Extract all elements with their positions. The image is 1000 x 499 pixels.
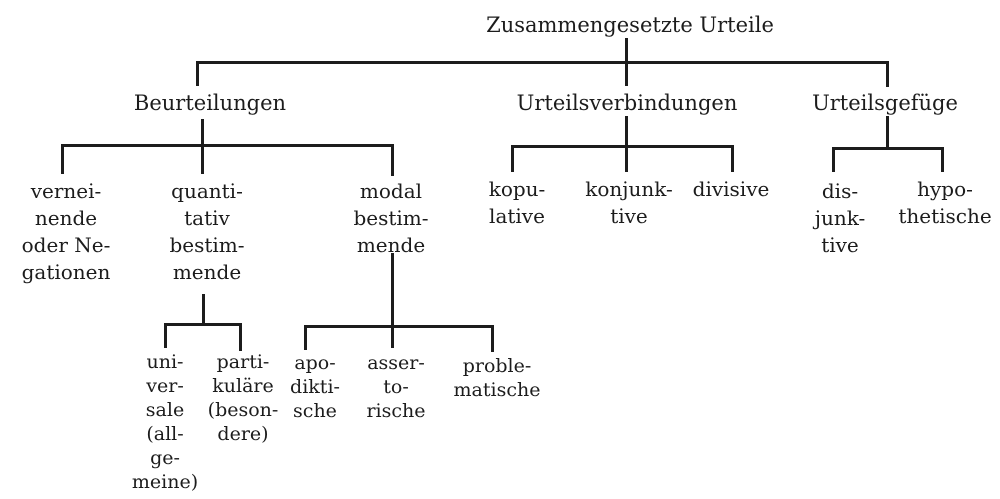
node-apodiktische: apo- dikti- sche bbox=[290, 352, 340, 422]
edge-drop-divisive bbox=[731, 145, 734, 172]
node-problematische: proble- matische bbox=[453, 355, 541, 401]
node-partikulaere: parti- kuläre (beson- dere) bbox=[207, 351, 279, 445]
node-verneinende: vernei- nende oder Ne- gationen bbox=[21, 179, 111, 284]
edge-drop-apodiktische bbox=[304, 325, 307, 350]
edge-beurteilungen-bar bbox=[61, 144, 394, 147]
node-modal-bestimmende: modal bestim- mende bbox=[353, 179, 429, 257]
node-divisive: divisive bbox=[692, 177, 770, 201]
node-quantitativ-bestimmende: quanti- tativ bestim- mende bbox=[169, 179, 245, 284]
edge-beurteilungen-stem bbox=[201, 119, 204, 146]
edge-drop-partikulaere bbox=[239, 323, 242, 351]
edge-drop-konjunktive bbox=[625, 145, 628, 172]
edge-drop-hypothetische bbox=[941, 147, 944, 172]
node-beurteilungen: Beurteilungen bbox=[133, 91, 287, 115]
edge-modal-bar bbox=[304, 325, 494, 328]
node-kopulative: kopu- lative bbox=[488, 177, 546, 228]
edge-drop-beurteilungen bbox=[196, 61, 199, 86]
node-zusammengesetzte-urteile: Zusammengesetzte Urteile bbox=[486, 13, 774, 37]
node-universale: uni- ver- sale (all- ge- meine) bbox=[131, 351, 199, 493]
edge-drop-disjunktive bbox=[832, 147, 835, 172]
node-konjunktive: konjunk- tive bbox=[585, 177, 673, 228]
node-hypothetische: hypo- thetische bbox=[898, 177, 992, 228]
node-urteilsverbindungen: Urteilsverbindungen bbox=[516, 91, 738, 115]
edge-drop-modal bbox=[391, 144, 394, 176]
edge-urteilsgefuege-bar bbox=[832, 147, 944, 150]
edge-drop-assertorische bbox=[391, 325, 394, 348]
edge-drop-verneinende bbox=[61, 144, 64, 174]
edge-drop-kopulative bbox=[511, 145, 514, 172]
edge-drop-universale bbox=[164, 323, 167, 348]
edge-urteilsverbindungen-stem bbox=[625, 116, 628, 147]
edge-drop-problematische bbox=[491, 325, 494, 352]
node-assertorische: asser- to- rische bbox=[366, 352, 426, 422]
edge-drop-quantitativ bbox=[201, 144, 204, 174]
edge-quantitativ-stem bbox=[202, 294, 205, 325]
edge-urteilsgefuege-stem bbox=[886, 116, 889, 149]
edge-quantitativ-bar bbox=[164, 323, 242, 326]
edge-modal-stem bbox=[391, 253, 394, 327]
edge-level1-bar bbox=[196, 61, 889, 64]
node-urteilsgefuege: Urteilsgefüge bbox=[812, 91, 958, 115]
edge-drop-urteilsgefuege bbox=[886, 61, 889, 87]
edge-urteilsverbindungen-bar bbox=[511, 145, 734, 148]
node-disjunktive: dis- junk- tive bbox=[814, 179, 866, 257]
